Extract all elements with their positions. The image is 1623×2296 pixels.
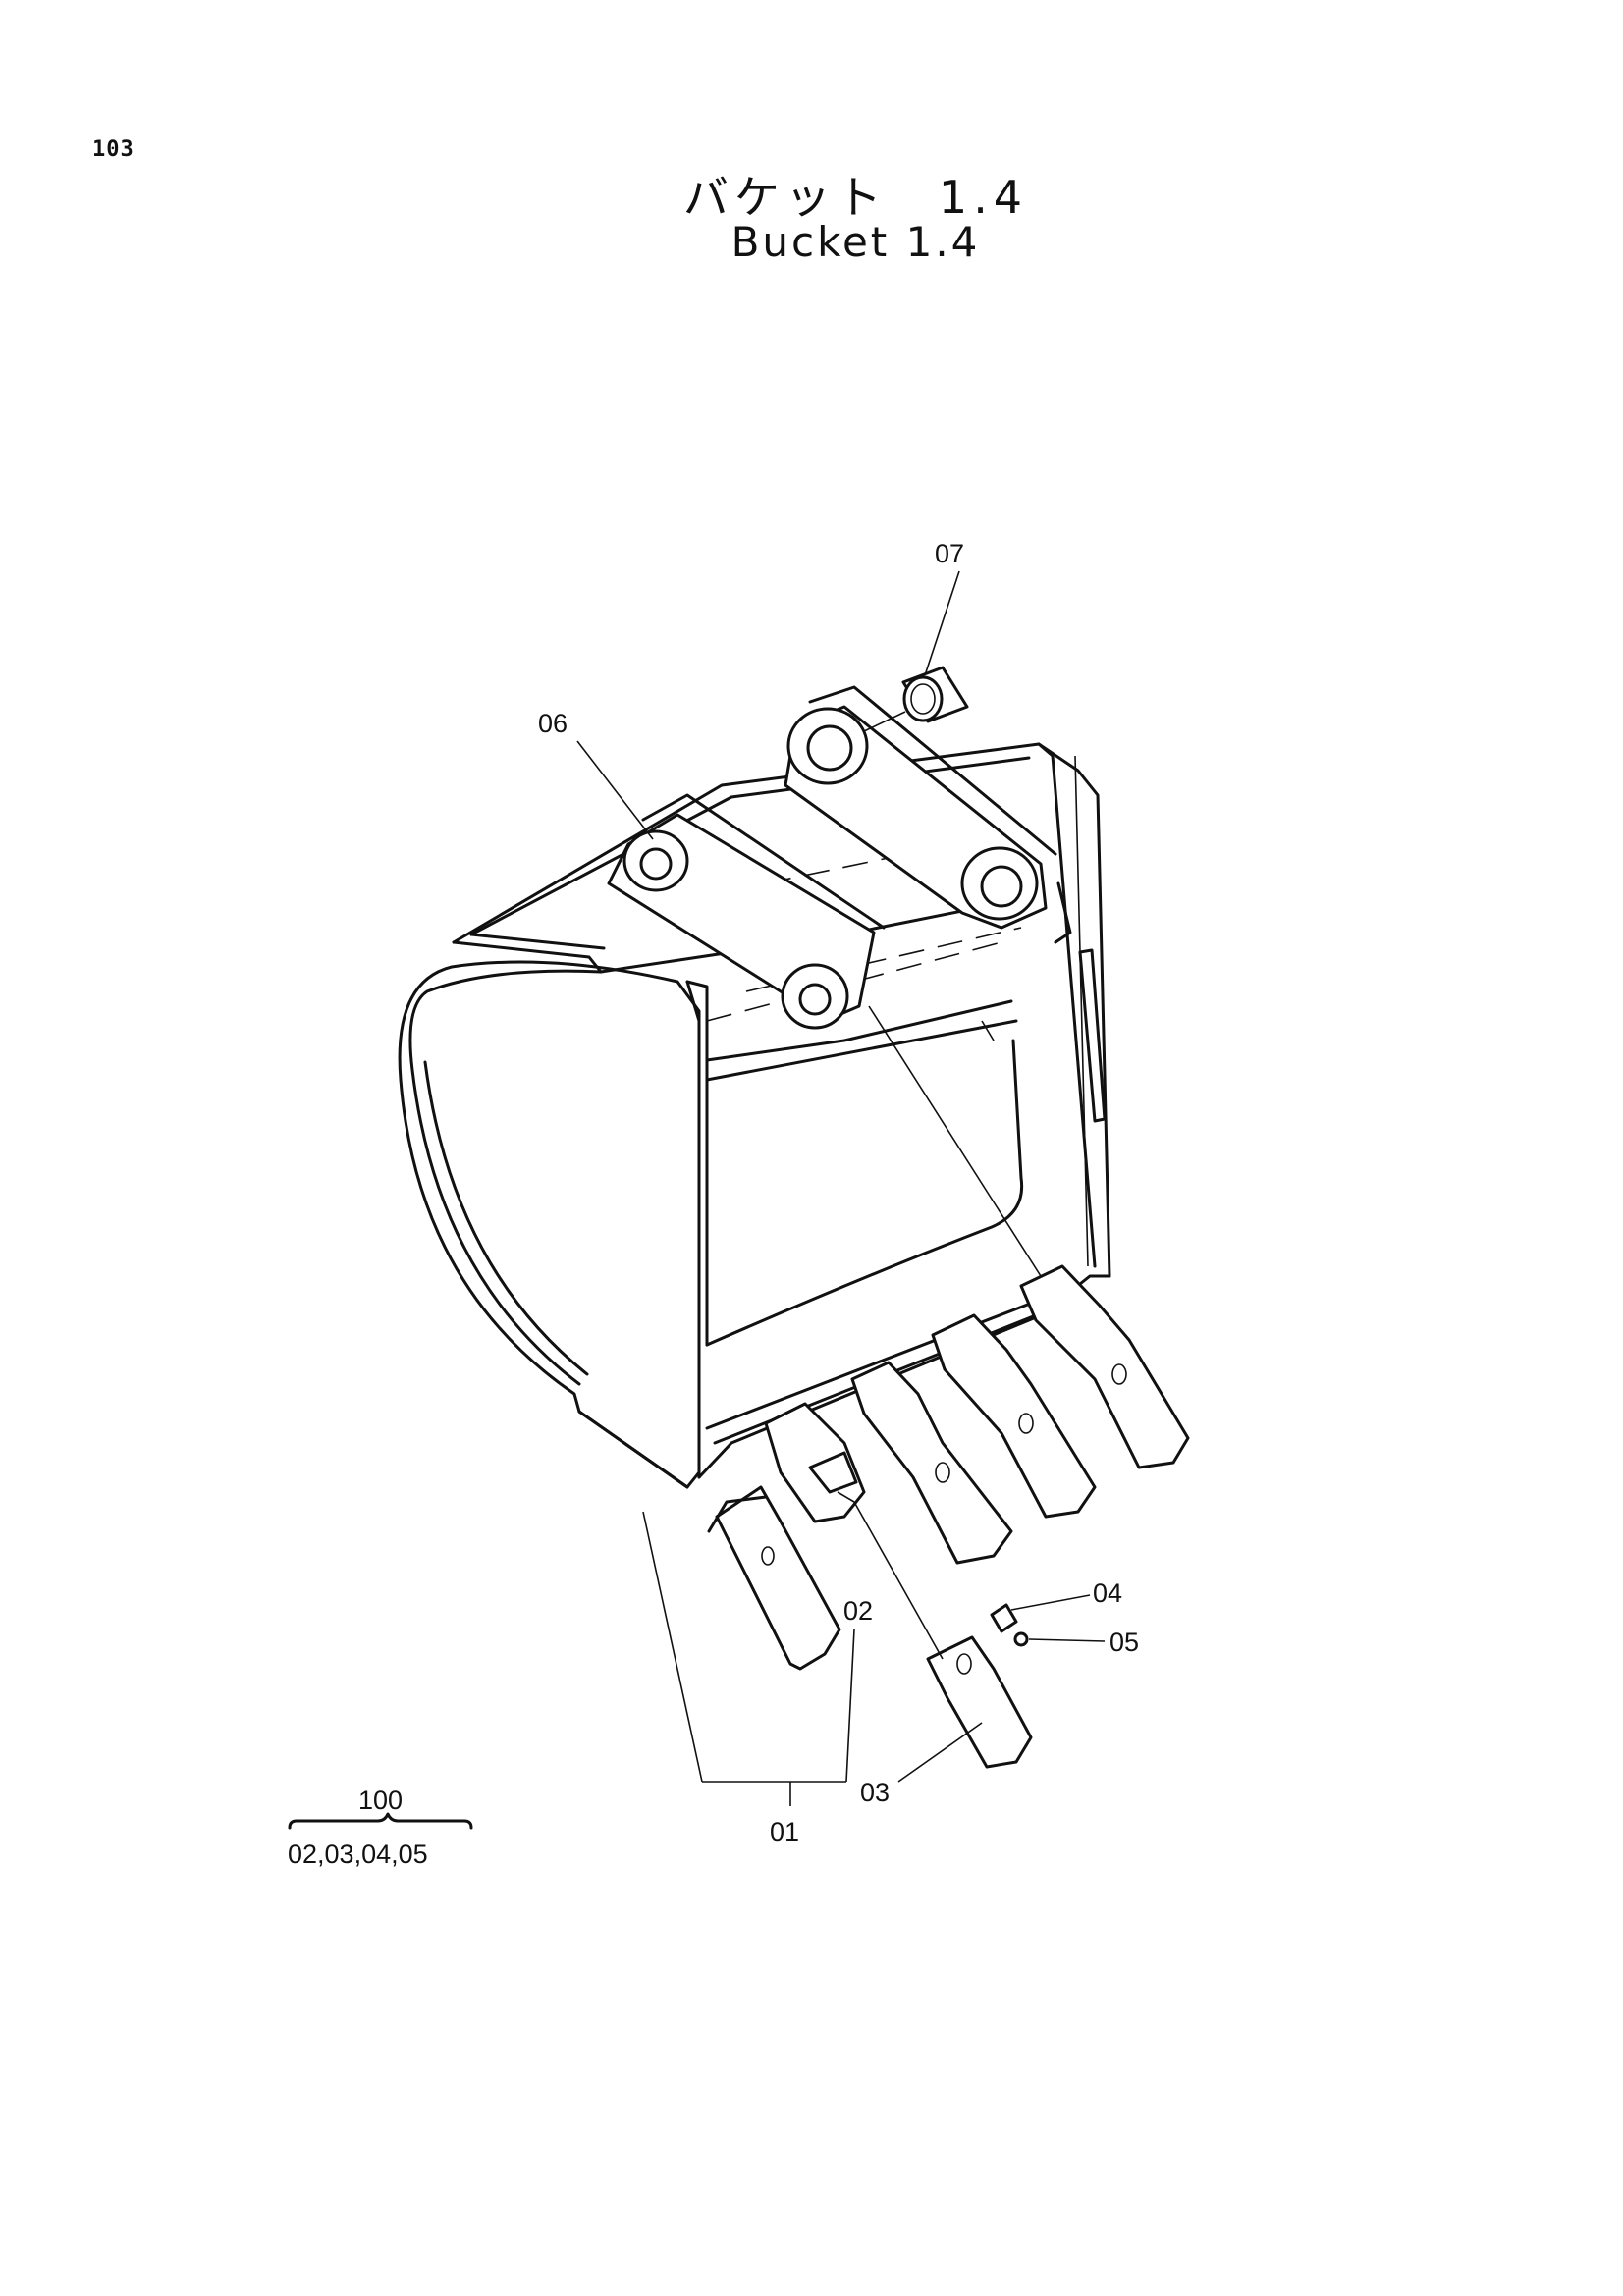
- tooth: [764, 1402, 866, 1523]
- callout-02: 02: [843, 1596, 873, 1626]
- bucket-body: [398, 742, 1111, 1489]
- callout-03: 03: [860, 1778, 890, 1807]
- callout-05: 05: [1109, 1628, 1139, 1657]
- group-members: 02,03,04,05: [288, 1840, 428, 1869]
- page-number: 103: [92, 137, 135, 162]
- bucket-teeth: [707, 1264, 1190, 1671]
- mounting-brackets: [607, 685, 1057, 1030]
- bushing-part-07: [863, 666, 969, 732]
- tooth: [1019, 1264, 1190, 1469]
- lock-part-05: [1013, 1631, 1029, 1647]
- tooth: [931, 1313, 1097, 1519]
- exploded-tooth-part-03: [926, 1635, 1033, 1769]
- tooth: [707, 1485, 841, 1671]
- page-title-english: Bucket 1.4: [730, 218, 981, 266]
- pin-part-04: [990, 1603, 1018, 1633]
- group-number: 100: [358, 1786, 403, 1815]
- tooth: [850, 1361, 1013, 1565]
- pin-boss: [622, 707, 1039, 1030]
- callout-01: 01: [770, 1817, 799, 1846]
- callout-04: 04: [1093, 1578, 1122, 1608]
- callout-labels: 07 06 02 04 05 03 01: [538, 539, 1139, 1846]
- callout-06: 06: [538, 709, 568, 738]
- leader-lines: [576, 570, 1106, 1806]
- page-title-japanese: バケット 1.4: [682, 171, 1029, 224]
- assembly-group-reference: 100 02,03,04,05: [288, 1786, 473, 1869]
- callout-07: 07: [935, 539, 964, 568]
